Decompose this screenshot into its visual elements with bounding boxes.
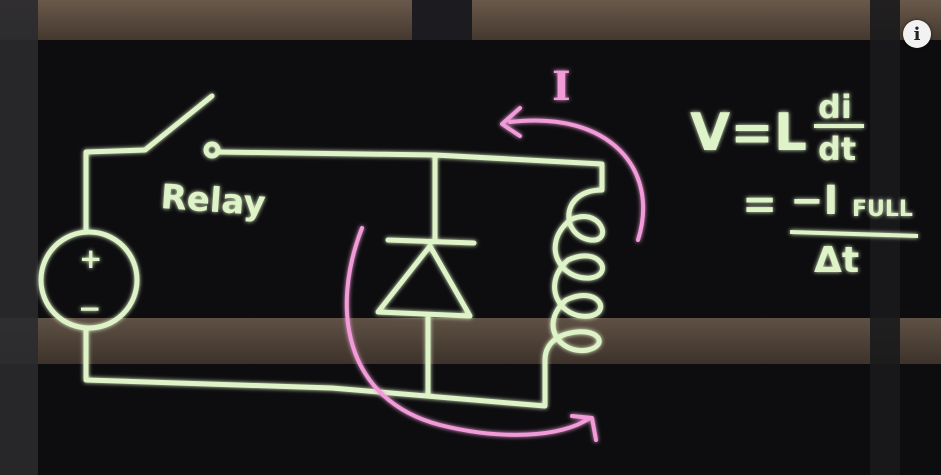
source-plus-label: + xyxy=(79,242,102,275)
relay-switch-arm xyxy=(142,93,215,153)
diode-triangle xyxy=(375,243,473,319)
inductor-coil xyxy=(542,187,605,363)
wire-top xyxy=(215,149,605,193)
current-label: I xyxy=(552,63,571,110)
equation-v-eq-l: V=L xyxy=(690,103,807,163)
equation-dt: dt xyxy=(818,130,856,168)
source-minus-label: − xyxy=(78,292,101,325)
wire-left-top xyxy=(83,147,148,235)
equation-full: FULL xyxy=(852,197,913,222)
current-arrow-top-head xyxy=(500,106,522,138)
equation-delta-t: Δt xyxy=(814,240,859,281)
equation-di: di xyxy=(818,88,852,126)
equation-fraction-bar-2 xyxy=(789,230,919,238)
current-arrow-top xyxy=(508,118,645,242)
current-arrows: I xyxy=(344,63,645,442)
equation-minus-i: −I xyxy=(790,178,838,224)
equation-equals-2: = xyxy=(742,179,777,228)
post-left xyxy=(0,0,38,475)
voltage-source xyxy=(38,229,140,331)
post-right xyxy=(870,0,900,475)
equation: V=L di dt = −I FULL Δt xyxy=(690,88,919,281)
camera-rig xyxy=(412,0,472,40)
info-icon[interactable]: i xyxy=(903,20,931,48)
current-arrow-bottom xyxy=(344,226,592,437)
wood-beam-bottom xyxy=(0,318,941,364)
circuit: Relay + − xyxy=(38,93,605,409)
wire-bottom xyxy=(83,325,548,409)
relay-label: Relay xyxy=(159,177,267,224)
diode-bar xyxy=(385,237,477,246)
current-arrow-bottom-head xyxy=(570,414,598,442)
